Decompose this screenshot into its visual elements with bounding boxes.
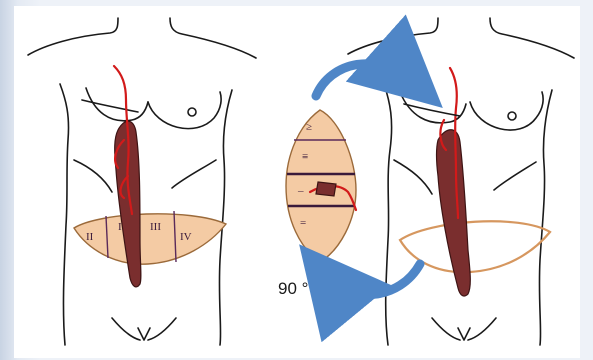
left-torso-left-shoulder [28,18,118,55]
left-torso-groin-right [148,318,176,340]
left-zone-label-iii: III [150,221,161,233]
rotated-flap: ≥ ≡ – = [286,110,356,262]
left-torso-waist-left [74,160,112,192]
left-torso-pubic [138,328,150,340]
left-torso-waist-right [172,160,216,188]
right-torso-waist-left [394,160,432,194]
left-torso-nipple [188,108,196,116]
right-torso-mastectomy-line [404,104,460,116]
right-torso-waist-right [494,162,536,190]
left-torso: II I III IV [28,18,256,345]
right-torso-nipple [508,112,516,120]
left-torso-right-breast [148,92,221,129]
left-zone-label-i: I [118,221,122,233]
top-rotation-arrow [316,64,416,96]
rotated-zone-label-ii: = [300,217,306,229]
right-torso-right-breast [470,92,543,130]
rotated-zone-label-i: – [297,185,304,197]
left-torso-left-arm [60,84,69,345]
left-torso-right-shoulder [170,18,256,58]
right-torso-pubic [458,328,470,340]
right-torso-groin-right [468,318,496,340]
rotation-angle-label: 90 ° [278,279,308,298]
rotated-zone-label-iii: ≡ [302,151,308,163]
left-torso-groin-left [112,318,140,340]
left-torso-right-arm [219,90,232,345]
right-torso-groin-left [432,318,460,340]
bottom-rotation-arrow [322,264,420,295]
right-torso-left-arm [384,84,392,345]
right-torso-right-shoulder [490,18,574,58]
left-torso-left-breast [86,88,148,121]
left-zone-label-ii: II [86,231,94,243]
right-torso-left-shoulder [348,18,438,54]
left-torso-mastectomy-line [82,100,138,112]
rotated-flap-muscle-stub [316,182,336,196]
rotated-zone-label-iv: ≥ [306,121,312,133]
right-torso-right-arm [539,90,552,345]
left-zone-label-iv: IV [180,231,192,243]
right-rectus-muscle [437,130,471,296]
